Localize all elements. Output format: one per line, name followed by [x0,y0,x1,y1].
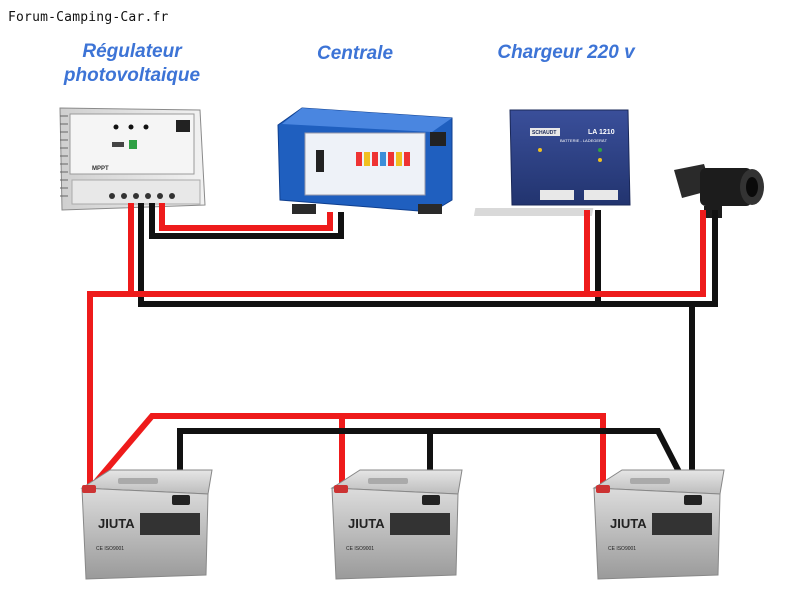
wire-bus-negative [138,203,718,307]
battery-2-cert: CE ISO9001 [346,546,374,552]
battery-2: JIUTA CE ISO9001 [330,469,463,580]
watermark: Forum-Camping-Car.fr [8,10,169,25]
charger-model: LA 1210 [588,129,615,136]
battery-3-brand: JIUTA [610,516,647,531]
central-unit [277,107,453,214]
battery-1-cert: CE ISO9001 [96,546,124,552]
wire-bus-positive [87,210,706,489]
regulator-label: Régulateur photovoltaique [52,40,212,88]
central-label: Centrale [316,43,394,64]
wire-battery-negative-link-1-2 [177,428,433,503]
battery-3: JIUTA CE ISO9001 [592,469,725,580]
charger-brand: SCHAUDT [532,130,556,136]
charger-220v: SCHAUDT LA 1210 BATTERIE - LADEGERÄT [473,109,631,216]
regulator-label-line1: Régulateur [82,41,182,62]
charger-subtitle: BATTERIE - LADEGERÄT [560,138,608,143]
battery-3-cert: CE ISO9001 [608,546,636,552]
battery-1-brand: JIUTA [98,516,135,531]
regulator-label-line2: photovoltaique [63,65,201,86]
wire-regulator-central-positive [159,203,333,231]
solar-regulator: MPPT [59,107,206,211]
charger-label: Chargeur 220 v [497,42,635,63]
battery-2-brand: JIUTA [348,516,385,531]
wire-regulator-central-negative [149,203,344,239]
socket-connector [674,164,764,218]
battery-1: JIUTA CE ISO9001 [80,469,213,580]
wire-battery-positive-links [87,413,606,491]
regulator-badge: MPPT [92,166,109,172]
